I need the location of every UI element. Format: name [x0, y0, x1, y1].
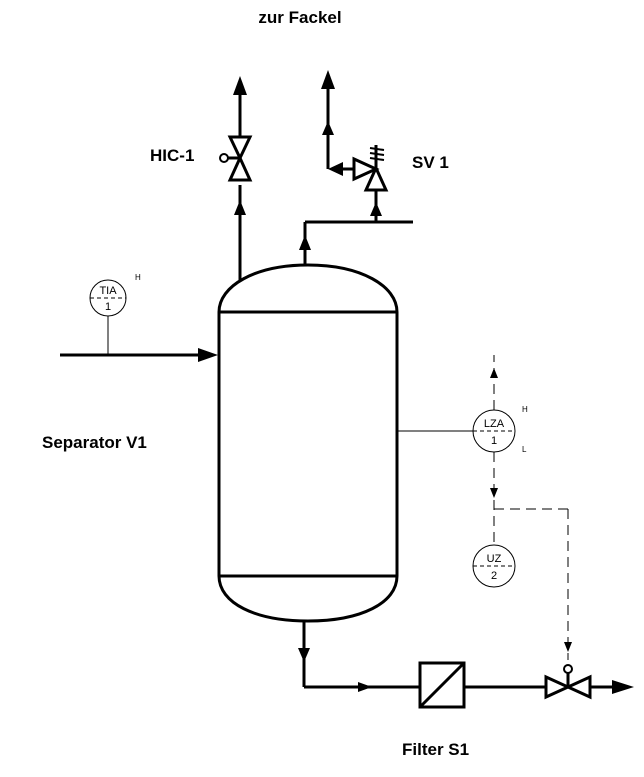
- tia-tag: TIA: [99, 285, 117, 297]
- tia-instrument: TIA 1 H: [89, 273, 141, 317]
- lza-alarm-low: L: [522, 445, 527, 454]
- lza-signal-down: [490, 452, 572, 660]
- uz-tag: UZ: [487, 553, 502, 565]
- sv-label: SV 1: [412, 153, 449, 172]
- hic-label: HIC-1: [150, 146, 194, 165]
- lza-instrument: LZA 1 H L: [472, 405, 528, 454]
- separator-label: Separator V1: [42, 433, 147, 452]
- control-valve: [544, 664, 634, 700]
- lza-signal-up: [490, 355, 498, 410]
- tia-alarm-high: H: [135, 273, 141, 282]
- flare-label: zur Fackel: [258, 8, 341, 27]
- inlet-pipe: [60, 348, 218, 362]
- lza-alarm-high: H: [522, 405, 528, 414]
- separator-vessel: [217, 263, 399, 623]
- tia-number: 1: [105, 301, 111, 313]
- lza-number: 1: [491, 435, 497, 447]
- uz-instrument: UZ 2: [472, 544, 516, 588]
- lza-tag: LZA: [484, 418, 505, 430]
- outlet-line: [298, 621, 420, 692]
- vent-line-hic: [219, 76, 253, 280]
- vent-line-sv: [299, 70, 413, 265]
- filter-symbol: [418, 661, 466, 709]
- filter-label: Filter S1: [402, 740, 469, 759]
- uz-number: 2: [491, 570, 497, 582]
